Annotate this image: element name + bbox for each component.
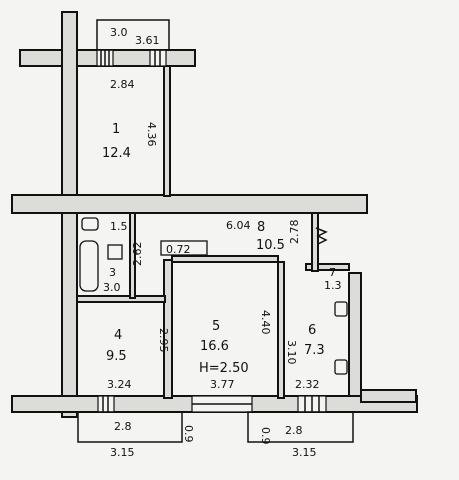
room-5-number: 5 [212, 319, 220, 334]
dim-balcony-right-depth: 0.9 [259, 427, 272, 445]
room-5-area: 16.6 [200, 339, 229, 354]
fixtures [79, 217, 348, 375]
room-3-number: 3 [109, 266, 116, 279]
dim-balcony-left-depth: 0.9 [182, 425, 195, 443]
dim-room6-side: 3.10 [285, 340, 298, 365]
room-4-number: 4 [114, 328, 122, 343]
walls [11, 11, 418, 418]
dim-balcony-left-outer: 3.15 [110, 446, 135, 459]
dim-room8-width: 6.04 [226, 219, 251, 232]
room-4-area: 9.5 [106, 349, 127, 364]
dim-balcony-right-outer: 3.15 [292, 446, 317, 459]
dim-balcony-top-a: 3.0 [110, 26, 128, 39]
windows [96, 49, 327, 413]
dim-room1-width: 2.84 [110, 78, 135, 91]
dim-bath-width: 1.5 [110, 220, 128, 233]
room-6-area: 7.3 [304, 343, 325, 358]
dim-room6-width: 2.32 [295, 378, 320, 391]
room-7-number: 7 [329, 266, 336, 279]
dim-room8-side: 2.78 [288, 220, 301, 245]
dim-kitchen-side: 2.95 [157, 328, 170, 353]
room-6-number: 6 [308, 323, 316, 338]
dim-balcony-top-b: 3.61 [135, 34, 160, 47]
room-labels: 1 12.4 3 3.0 4 9.5 5 16.6 H=2.50 6 7.3 7… [102, 122, 342, 376]
room-8-area: 10.5 [256, 238, 285, 253]
room-1-number: 1 [112, 122, 120, 137]
room-3-area: 3.0 [103, 281, 121, 294]
room-5-height: H=2.50 [199, 361, 249, 376]
balconies [77, 19, 354, 443]
dim-room4-width: 3.24 [107, 378, 132, 391]
room-8-number: 8 [257, 220, 265, 235]
dim-room5-width: 3.77 [210, 378, 235, 391]
dim-balcony-left-inner: 2.8 [114, 420, 132, 433]
room-7-area: 1.3 [324, 279, 342, 292]
dim-room5-side: 4.40 [259, 310, 272, 335]
dim-bath-side: 2.62 [131, 242, 144, 267]
dim-small-label: 0.72 [166, 243, 191, 256]
dim-room1-length: 4.36 [145, 122, 158, 147]
dimension-labels: 3.0 3.61 2.84 4.36 6.04 2.78 1.5 2.62 0.… [107, 26, 320, 459]
room-1-area: 12.4 [102, 146, 131, 161]
dim-balcony-right-inner: 2.8 [285, 424, 303, 437]
